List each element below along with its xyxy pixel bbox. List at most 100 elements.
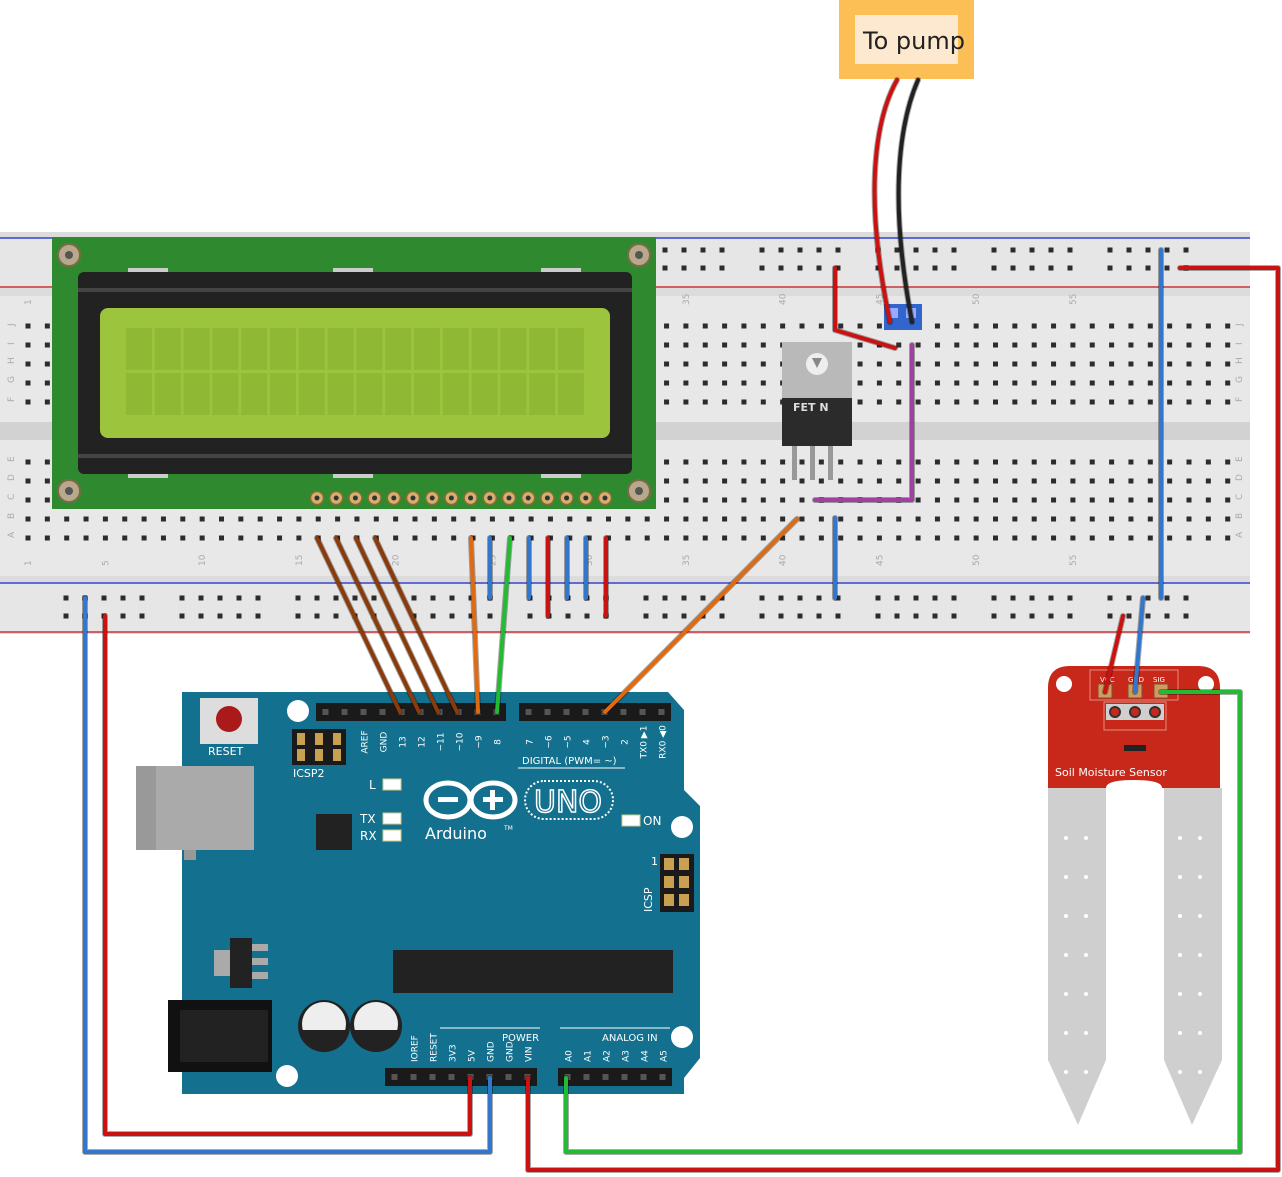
breadboard-hole <box>664 516 670 522</box>
column-number: 35 <box>682 555 692 566</box>
breadboard-hole <box>702 342 708 348</box>
probe-dot <box>1084 836 1088 840</box>
rail-hole <box>894 247 900 253</box>
breadboard-hole <box>780 497 786 503</box>
icsp-label: ICSP <box>642 887 655 912</box>
icsp2-label: ICSP2 <box>293 767 325 780</box>
row-letter: D <box>1235 474 1245 481</box>
digital-pin-label: 7 <box>526 739 536 745</box>
breadboard-hole <box>954 361 960 367</box>
breadboard-hole <box>1031 478 1037 484</box>
rail-hole <box>255 595 261 601</box>
lcd-pin-hole <box>372 495 378 501</box>
power-pin-pin <box>448 1074 455 1080</box>
mount-hole <box>671 1026 693 1048</box>
rail-hole <box>120 595 126 601</box>
breadboard-hole <box>838 478 844 484</box>
probe-dot <box>1084 1031 1088 1035</box>
breadboard-hole <box>799 516 805 522</box>
row-letter: J <box>7 323 17 327</box>
breadboard-hole <box>1205 342 1211 348</box>
power-pin-label: 3V3 <box>449 1044 459 1062</box>
breadboard-hole <box>199 535 205 541</box>
breadboard-hole <box>44 323 50 329</box>
lcd-cell <box>154 373 181 415</box>
lcd-cell <box>471 328 498 370</box>
breadboard-hole <box>1070 459 1076 465</box>
row-letter: I <box>7 342 17 345</box>
analog-pin-label: A3 <box>622 1050 632 1062</box>
icsp2-pin <box>333 749 341 761</box>
digital-pin-label: ~6 <box>545 735 555 749</box>
breadboard-hole <box>702 459 708 465</box>
breadboard-hole <box>683 399 689 405</box>
breadboard-hole <box>722 459 728 465</box>
breadboard-hole <box>702 535 708 541</box>
row-letter: A <box>7 531 17 538</box>
breadboard-hole <box>25 535 31 541</box>
digital-pin-pin <box>322 709 329 715</box>
breadboard-hole <box>102 535 108 541</box>
breadboard-hole <box>528 516 534 522</box>
breadboard-hole <box>1031 323 1037 329</box>
breadboard-hole <box>1225 323 1231 329</box>
probe-dot <box>1198 836 1202 840</box>
breadboard-hole <box>722 535 728 541</box>
breadboard-hole <box>664 478 670 484</box>
breadboard-hole <box>857 535 863 541</box>
lcd-pin-hole <box>544 495 550 501</box>
breadboard-hole <box>1167 323 1173 329</box>
rail-hole <box>932 265 938 271</box>
rail-hole <box>835 247 841 253</box>
breadboard-hole <box>1012 535 1018 541</box>
lcd-cell <box>183 373 210 415</box>
breadboard-hole <box>780 478 786 484</box>
sensor-title: Soil Moisture Sensor <box>1055 766 1167 779</box>
breadboard-hole <box>1070 535 1076 541</box>
breadboard-hole <box>857 478 863 484</box>
column-number: 55 <box>1069 555 1079 566</box>
arduino-tm: TM <box>503 825 513 832</box>
breadboard-hole <box>973 380 979 386</box>
breadboard-hole <box>1109 459 1115 465</box>
rail-hole <box>179 595 185 601</box>
breadboard-hole <box>741 497 747 503</box>
breadboard-hole <box>1070 478 1076 484</box>
rail-hole <box>63 595 69 601</box>
probe-dots <box>1064 836 1202 1074</box>
row-letter: H <box>1235 357 1245 364</box>
lcd-pin-hole <box>429 495 435 501</box>
breadboard-hole <box>586 516 592 522</box>
breadboard-hole <box>722 516 728 522</box>
breadboard-hole <box>509 516 515 522</box>
rail-hole <box>932 613 938 619</box>
breadboard-hole <box>934 342 940 348</box>
breadboard-hole <box>993 535 998 541</box>
analog-pin-pin <box>602 1074 609 1080</box>
rail-hole <box>894 595 900 601</box>
rail-hole <box>991 613 997 619</box>
breadboard-hole <box>1167 516 1173 522</box>
digital-pin-label: 13 <box>399 736 409 747</box>
probe-dot <box>1064 836 1068 840</box>
breadboard-hole <box>664 380 670 386</box>
power-pin-label: IOREF <box>411 1035 421 1062</box>
breadboard-hole <box>1031 516 1037 522</box>
row-letter: E <box>1235 456 1245 462</box>
lcd-cell <box>327 373 354 415</box>
rail-hole <box>991 247 997 253</box>
sensor-board <box>1048 666 1220 788</box>
probe-dot <box>1178 1031 1182 1035</box>
rail-hole <box>913 595 919 601</box>
rail-hole <box>700 595 706 601</box>
breadboard-hole <box>122 516 128 522</box>
rail-hole <box>314 613 320 619</box>
breadboard-hole <box>934 361 940 367</box>
breadboard-hole <box>1128 342 1134 348</box>
breadboard-hole <box>393 535 399 541</box>
breadboard-hole <box>1051 516 1057 522</box>
breadboard-hole <box>683 478 689 484</box>
breadboard-hole <box>954 516 960 522</box>
rail-hole <box>1010 613 1016 619</box>
rail-hole <box>1164 247 1170 253</box>
